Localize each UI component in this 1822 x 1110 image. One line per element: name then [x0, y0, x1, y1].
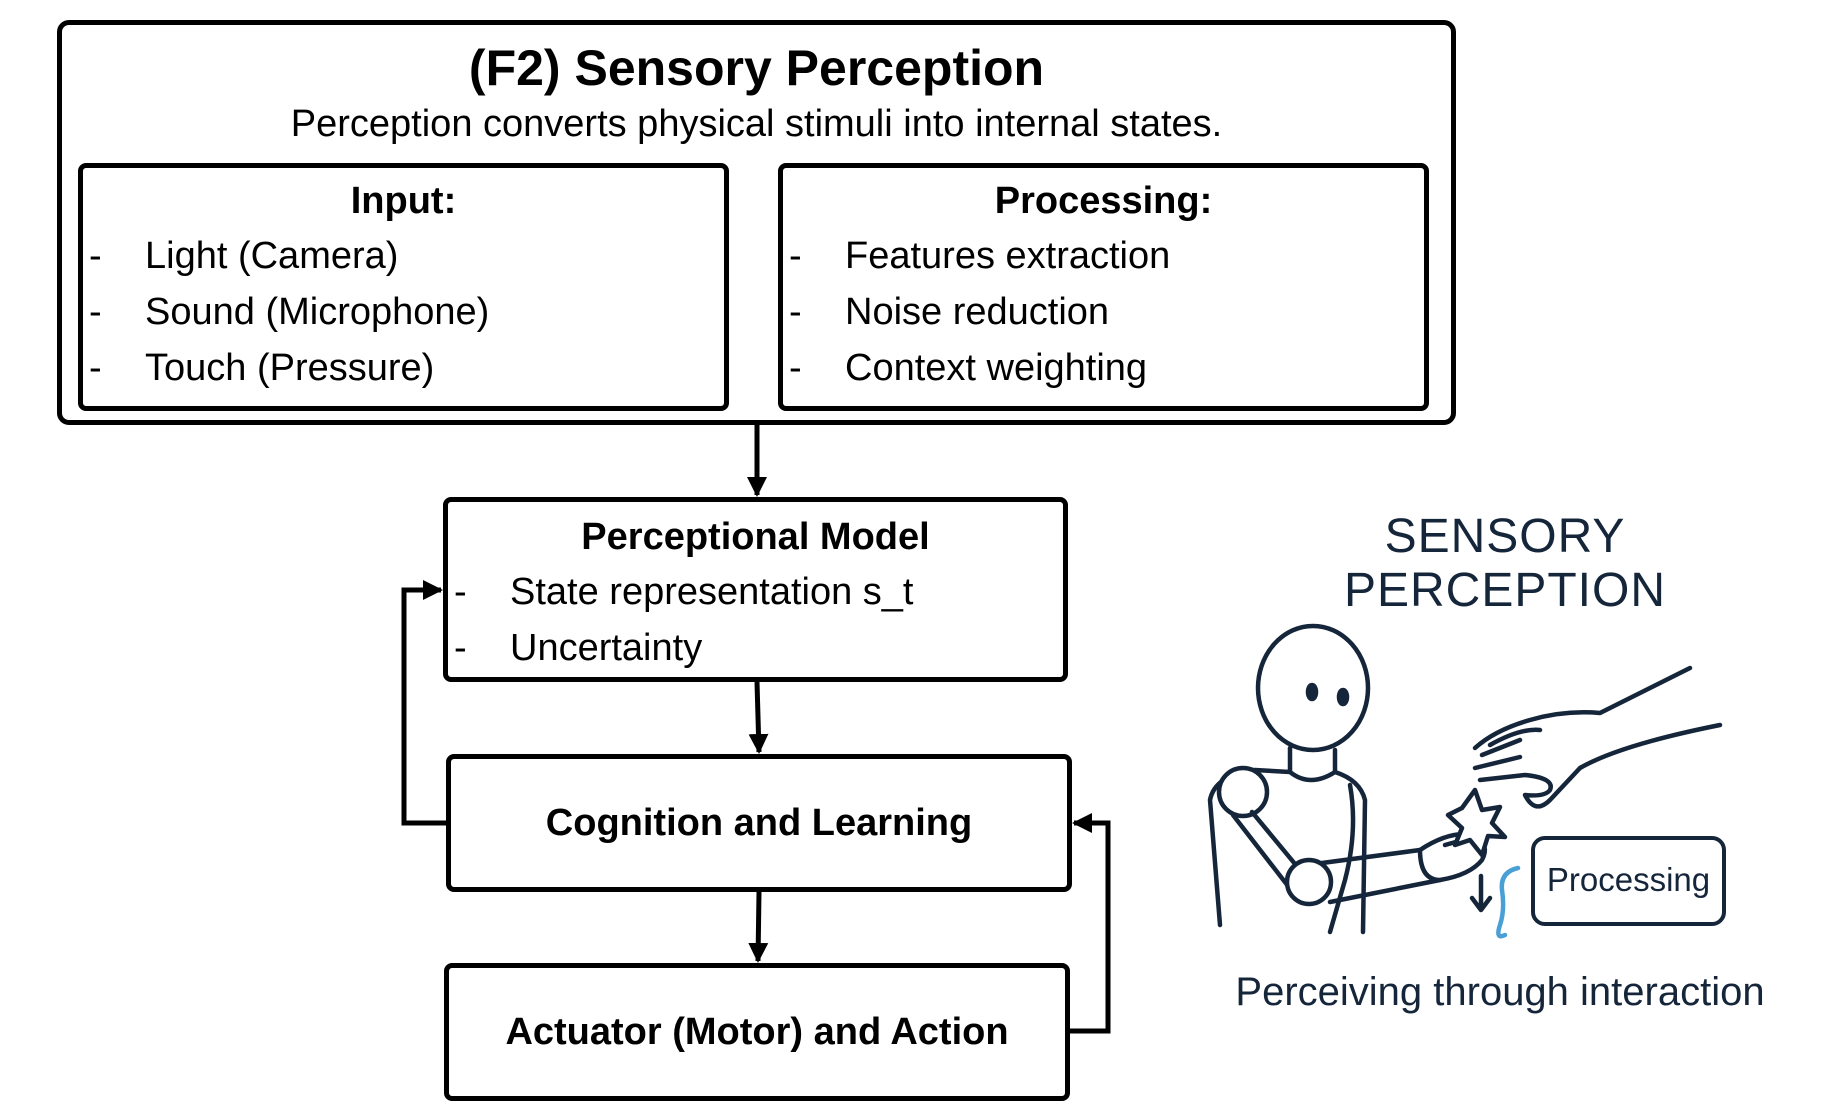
input-list: - Light (Camera) - Sound (Microphone) - Tou…: [83, 228, 724, 396]
bullet: -: [789, 235, 802, 277]
list-item: - State representation s_t: [448, 564, 1063, 620]
processing-box: Processing: - Features extraction - Noise …: [778, 163, 1429, 411]
list-item-text: State representation s_t: [510, 571, 914, 613]
arrow-model-to-cognition: [748, 681, 769, 754]
human-hand-icon: [1472, 665, 1723, 809]
robot-eye-icon: [1336, 687, 1350, 707]
actuator-title: Actuator (Motor) and Action: [505, 1011, 1009, 1053]
bullet: -: [89, 235, 102, 277]
list-item-text: Sound (Microphone): [145, 291, 490, 333]
bullet: -: [789, 291, 802, 333]
processing-label: Processing: [1531, 836, 1726, 926]
down-arrow-icon: [1469, 873, 1493, 913]
perceptional-model-title: Perceptional Model: [581, 516, 930, 558]
panel-subtitle: Perception converts physical stimuli int…: [290, 103, 1223, 145]
list-item-text: Context weighting: [845, 347, 1148, 389]
list-item: - Sound (Microphone): [83, 284, 724, 340]
illustration-title-line1: SENSORY: [1384, 510, 1626, 563]
bullet: -: [89, 291, 102, 333]
processing-list: - Features extraction - Noise reduction - C…: [783, 228, 1424, 396]
cognition-title: Cognition and Learning: [545, 802, 973, 844]
actuator-action-box: Actuator (Motor) and Action: [444, 963, 1070, 1101]
list-item-text: Light (Camera): [145, 235, 399, 277]
processing-title: Processing:: [994, 180, 1213, 222]
perceptional-model-box: Perceptional Model - State representation…: [443, 497, 1068, 682]
list-item-text: Touch (Pressure): [145, 347, 435, 389]
arrow-cognition-to-actuator: [748, 891, 769, 963]
bullet: -: [454, 627, 467, 669]
signal-wave-icon: [1496, 865, 1521, 939]
bullet: -: [789, 347, 802, 389]
feedback-actuator-to-cognition: [1070, 813, 1111, 1034]
illustration-title-line2: PERCEPTION: [1343, 564, 1667, 617]
bullet: -: [454, 571, 467, 613]
robot-shoulder-icon: [1216, 765, 1270, 819]
list-item: - Uncertainty: [448, 620, 1063, 676]
cognition-learning-box: Cognition and Learning: [446, 754, 1072, 892]
feedback-cognition-to-model: [401, 580, 446, 826]
list-item: - Touch (Pressure): [83, 340, 724, 396]
perceptional-model-list: - State representation s_t - Uncertainty: [448, 564, 1063, 676]
list-item: - Noise reduction: [783, 284, 1424, 340]
panel-title: (F2) Sensory Perception: [468, 40, 1045, 96]
list-item: - Context weighting: [783, 340, 1424, 396]
robot-elbow-icon: [1284, 857, 1334, 907]
robot-neck-icon: [1287, 745, 1338, 783]
list-item: - Features extraction: [783, 228, 1424, 284]
input-title: Input:: [350, 180, 457, 222]
bullet: -: [89, 347, 102, 389]
list-item-text: Uncertainty: [510, 627, 703, 669]
star-icon: [1445, 787, 1508, 858]
illustration-caption: Perceiving through interaction: [1235, 970, 1765, 1014]
list-item-text: Features extraction: [845, 235, 1171, 277]
list-item-text: Noise reduction: [845, 291, 1110, 333]
input-box: Input: - Light (Camera) - Sound (Microphon…: [78, 163, 729, 411]
list-item: - Light (Camera): [83, 228, 724, 284]
robot-eye-icon: [1305, 682, 1319, 702]
illustration-title: SENSORY PERCEPTION: [1300, 510, 1710, 618]
